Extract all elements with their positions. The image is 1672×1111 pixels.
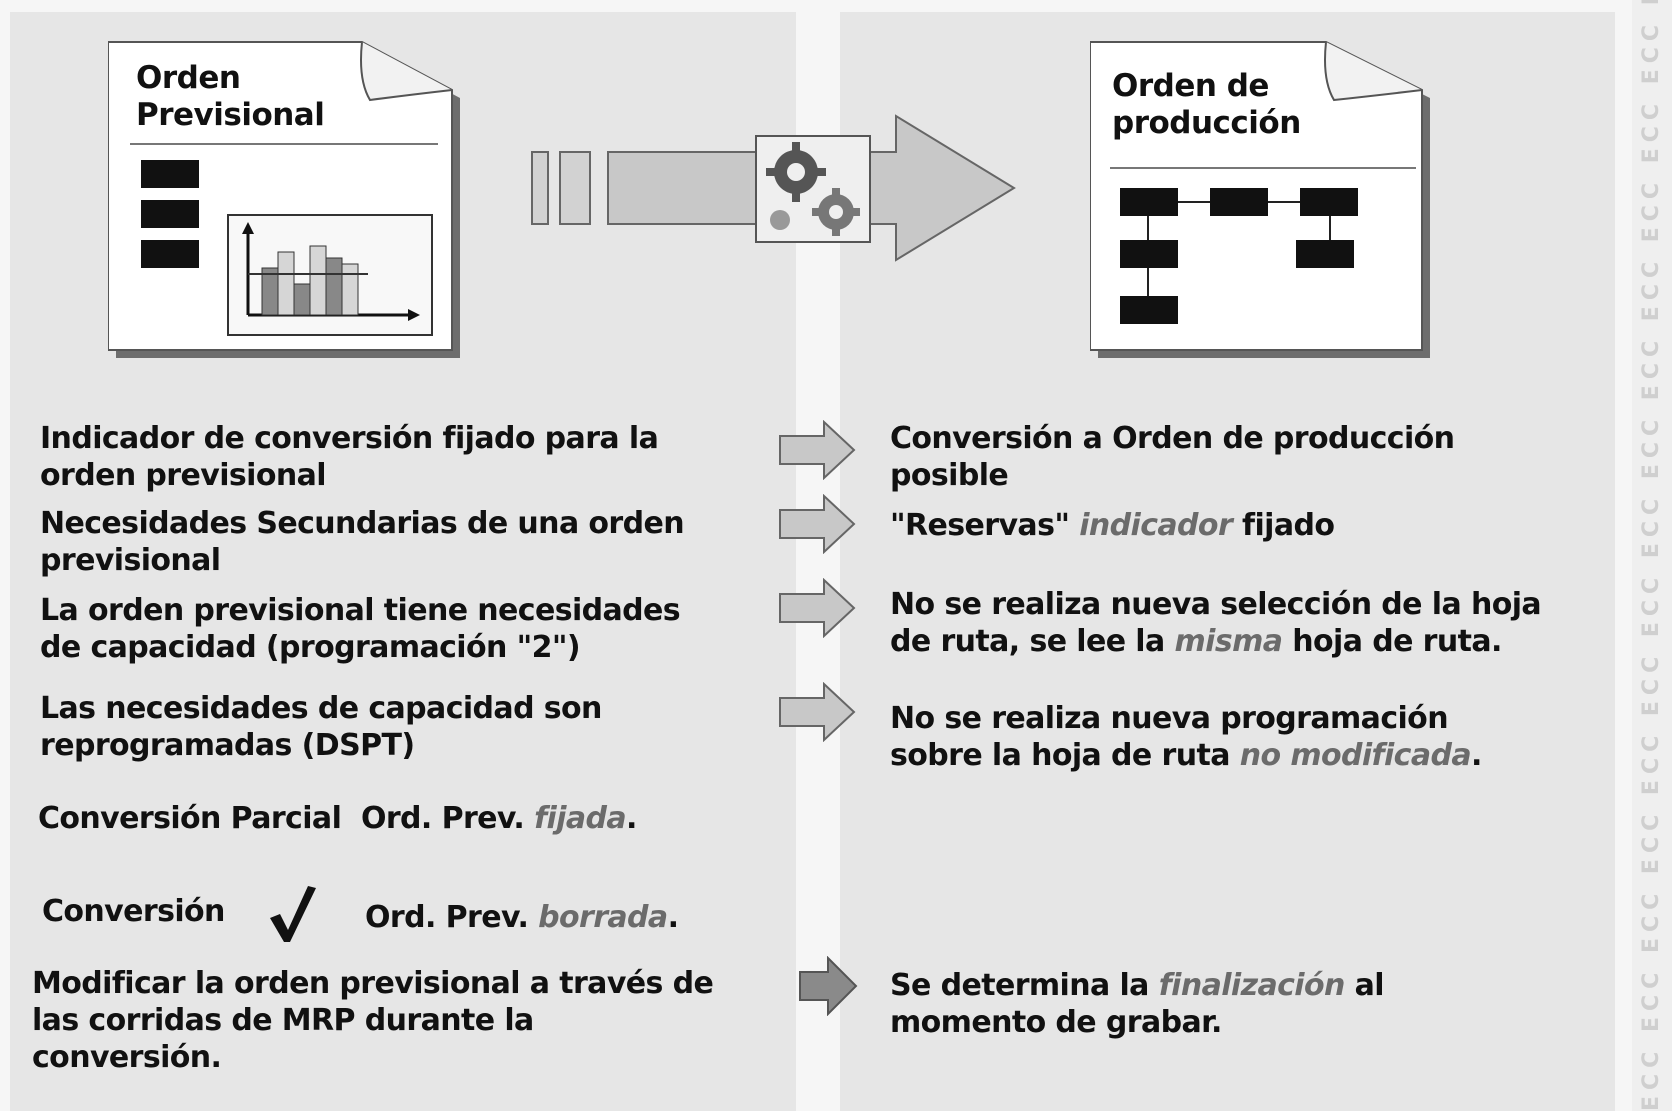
row3-left-text: La orden previsional tiene necesidades d… — [40, 593, 681, 665]
partial-conversion-text: Conversión Parcial Ord. Prev. fijada. — [38, 801, 637, 836]
block-icon — [141, 200, 199, 228]
production-order-document: Orden de producción — [1090, 40, 1440, 360]
block-icon — [1120, 240, 1178, 268]
row2-arrow-icon — [778, 493, 858, 558]
row1-right-text: Conversión a Orden de producción posible — [890, 421, 1455, 493]
production-order-title-line1: Orden de — [1112, 68, 1269, 104]
planned-order-document: Orden Previsional — [108, 40, 488, 360]
block-icon — [1120, 188, 1178, 216]
full-conversion-text: Ord. Prev. borrada. — [365, 900, 679, 935]
block-icon — [1210, 188, 1268, 216]
production-order-document-graphic — [1090, 41, 1430, 358]
block-icon — [141, 240, 199, 268]
row2-left-text: Necesidades Secundarias de una orden pre… — [40, 506, 685, 578]
row3-arrow-icon — [778, 577, 858, 642]
block-icon — [1120, 296, 1178, 324]
gear-icon — [812, 188, 860, 236]
big-arrow-graphic — [531, 114, 1016, 262]
row3-right-text: No se realiza nueva selección de la hoja… — [890, 587, 1542, 659]
row4-right-text: No se realiza nueva programación sobre l… — [890, 701, 1482, 773]
production-order-title-line2: producción — [1112, 105, 1301, 141]
gear-icon — [766, 142, 826, 202]
mrp-right-text: Se determina la finalización al momento … — [890, 968, 1385, 1040]
row1-left-text: Indicador de conversión fijado para la o… — [40, 421, 659, 493]
row4-arrow-icon — [778, 681, 858, 746]
planned-order-title-line2: Previsional — [136, 97, 325, 133]
full-conversion-label: Conversión — [42, 894, 225, 929]
block-icon — [1296, 240, 1354, 268]
watermark-strip: ECC ECC ECC ECC ECC ECC ECC ECC ECC ECC … — [1632, 0, 1672, 1111]
row4-left-text: Las necesidades de capacidad son reprogr… — [40, 691, 602, 763]
checkmark-icon — [268, 884, 318, 948]
row1-arrow-icon — [778, 419, 858, 484]
row2-right-text: "Reservas" indicador fijado — [890, 508, 1335, 543]
mrp-arrow-icon — [798, 955, 858, 1020]
block-icon — [1300, 188, 1358, 216]
conversion-arrow — [530, 112, 1020, 266]
mrp-left-text: Modificar la orden previsional a través … — [32, 966, 714, 1075]
planned-order-title-line1: Orden — [136, 60, 241, 96]
block-icon — [141, 160, 199, 188]
planned-order-document-graphic — [108, 41, 460, 358]
